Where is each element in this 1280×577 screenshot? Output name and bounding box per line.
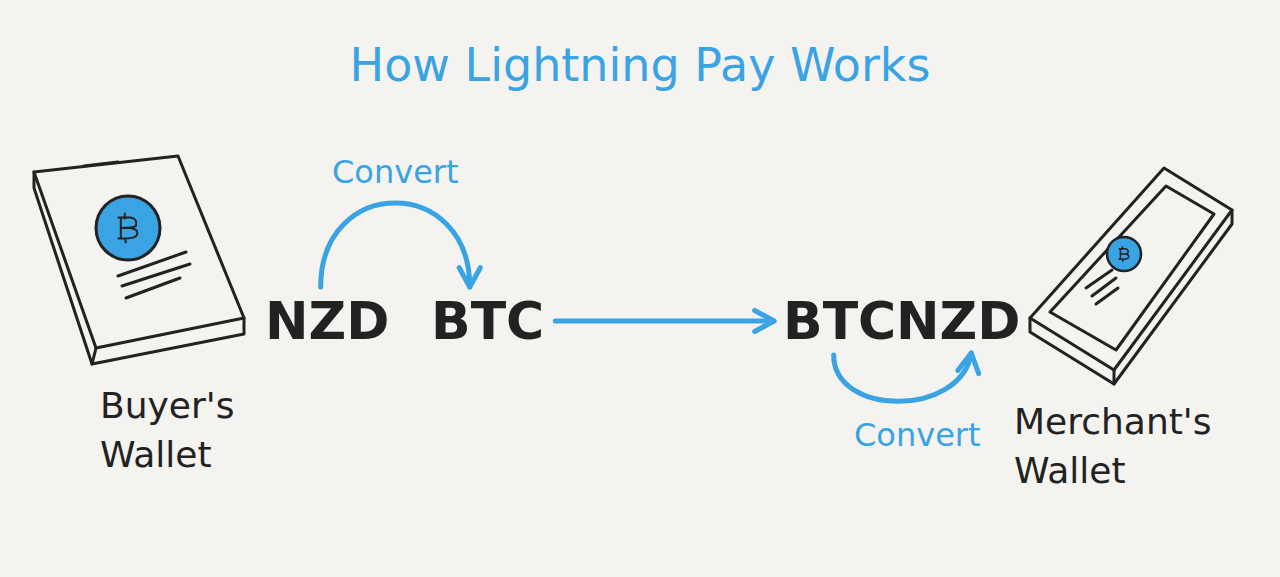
- phone-illustration: [20, 150, 260, 380]
- edge-label: Convert: [329, 153, 462, 191]
- edge-label: Convert: [851, 416, 984, 454]
- currency-label: BTC: [428, 293, 547, 349]
- arrow-head: [459, 268, 480, 287]
- arrow-line: [834, 353, 972, 401]
- currency-code: NZD: [262, 293, 392, 349]
- flow-arrow: [321, 203, 481, 287]
- arrow-head: [958, 353, 979, 374]
- currency-code: NZD: [893, 293, 1023, 349]
- currency-label: NZD: [893, 293, 1023, 349]
- flow-arrow: [834, 353, 979, 401]
- currency-code: BTC: [780, 293, 899, 349]
- arrow-line: [321, 203, 470, 287]
- wallet-phone: Merchant's Wallet: [1000, 158, 1270, 495]
- diagram-title: How Lightning Pay Works: [0, 38, 1280, 92]
- wallet-phone: Buyer's Wallet: [20, 150, 260, 479]
- phone-illustration: [1000, 158, 1270, 388]
- currency-label: BTC: [780, 293, 899, 349]
- currency-label: NZD: [262, 293, 392, 349]
- flow-arrow: [555, 310, 774, 331]
- wallet-label: Buyer's Wallet: [100, 382, 340, 479]
- arrow-line: [555, 319, 774, 324]
- wallet-label: Merchant's Wallet: [1014, 398, 1254, 495]
- currency-code: BTC: [428, 293, 547, 349]
- arrow-head: [755, 310, 774, 331]
